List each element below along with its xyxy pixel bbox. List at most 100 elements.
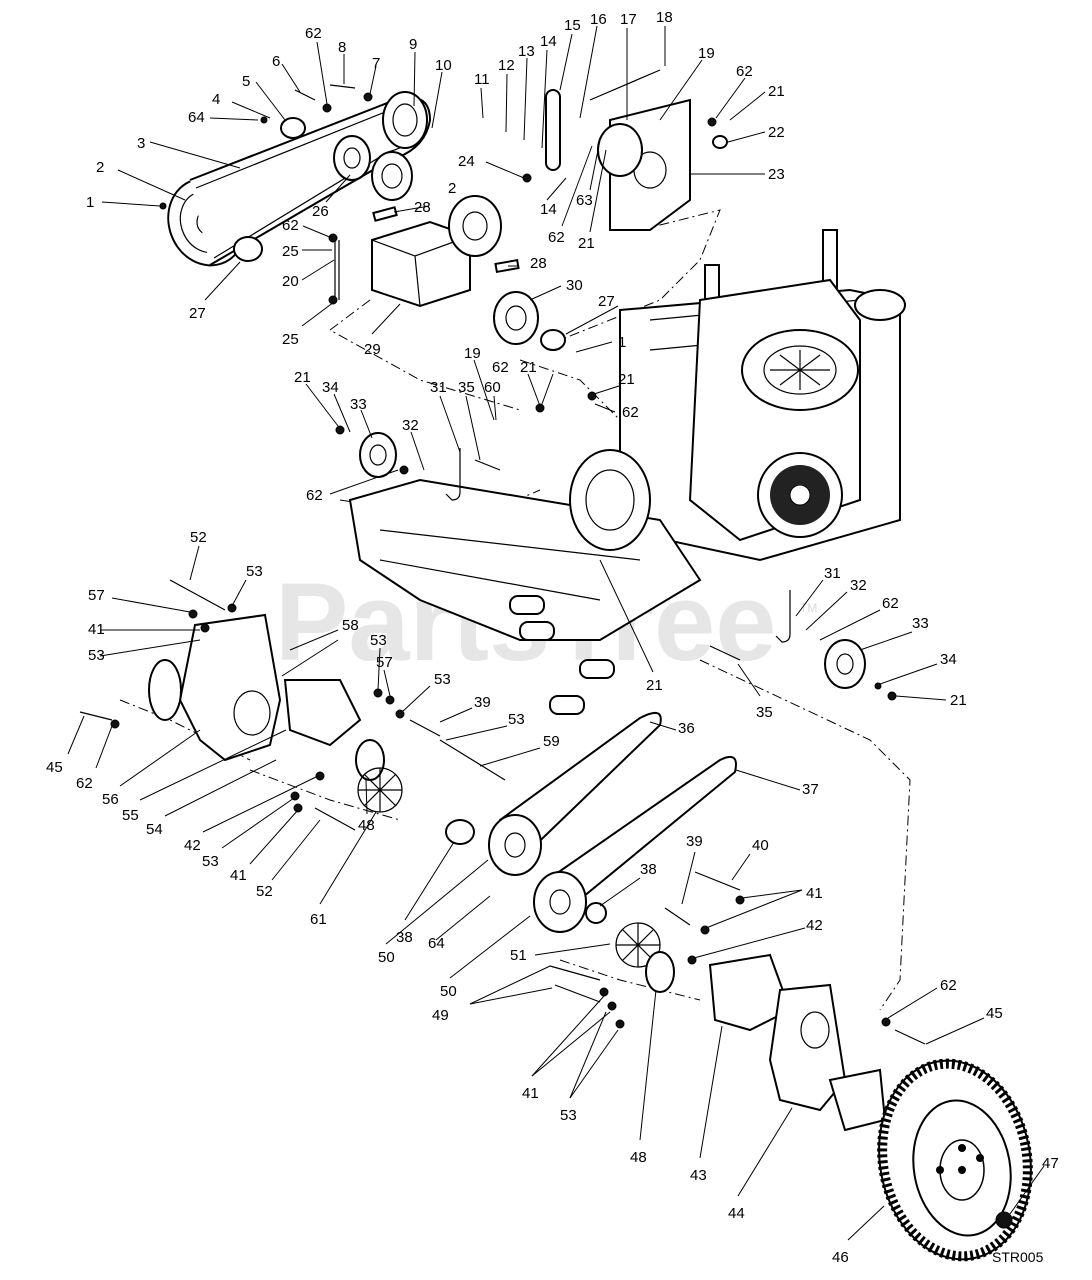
callout-62: 62 [282, 217, 299, 234]
callout-42: 42 [184, 837, 201, 854]
right-transmission [615, 922, 887, 1132]
callout-54: 54 [146, 821, 163, 838]
callout-62: 62 [736, 63, 753, 80]
lower-belts-and-pulleys [488, 711, 737, 933]
callout-53: 53 [202, 853, 219, 870]
callout-4: 4 [212, 91, 220, 108]
callout-34: 34 [322, 379, 339, 396]
callout-39: 39 [686, 833, 703, 850]
upper-right-bracket [545, 69, 728, 231]
callout-41: 41 [230, 867, 247, 884]
callout-31: 31 [430, 379, 447, 396]
callout-63: 63 [576, 192, 593, 209]
callout-11: 11 [474, 71, 490, 88]
callout-47: 47 [1042, 1155, 1059, 1172]
main-frame-and-engine [348, 229, 906, 715]
callout-62: 62 [76, 775, 93, 792]
callout-43: 43 [690, 1167, 707, 1184]
callout-21: 21 [646, 677, 663, 694]
callout-2: 2 [96, 159, 104, 176]
callout-62: 62 [306, 487, 323, 504]
callout-28: 28 [530, 255, 547, 272]
callout-3: 3 [137, 135, 145, 152]
left-transmission [148, 613, 475, 845]
callout-42: 42 [806, 917, 823, 934]
callout-19: 19 [698, 45, 715, 62]
callout-26: 26 [312, 203, 329, 220]
callout-10: 10 [435, 57, 452, 74]
callout-41: 41 [806, 885, 823, 902]
callout-28: 28 [414, 199, 431, 216]
callout-21: 21 [950, 692, 967, 709]
callout-31: 31 [824, 565, 841, 582]
callout-45: 45 [986, 1005, 1003, 1022]
callout-20: 20 [282, 273, 299, 290]
callout-52: 52 [256, 883, 273, 900]
callout-27: 27 [189, 305, 206, 322]
callout-36: 36 [678, 720, 695, 737]
callout-53: 53 [560, 1107, 577, 1124]
callout-14: 14 [540, 201, 557, 218]
callout-labels: 1 2 2 3 4 5 6 62 8 7 9 10 64 11 12 13 14… [46, 9, 1059, 1266]
callout-49: 49 [432, 1007, 449, 1024]
callout-22: 22 [768, 124, 785, 141]
callout-25: 25 [282, 243, 299, 260]
callout-21: 21 [294, 369, 311, 386]
callout-57: 57 [88, 587, 105, 604]
callout-53: 53 [508, 711, 525, 728]
callout-19: 19 [464, 345, 481, 362]
callout-12: 12 [498, 57, 515, 74]
callout-58: 58 [342, 617, 359, 634]
callout-50: 50 [378, 949, 395, 966]
callout-1: 1 [86, 194, 94, 211]
callout-55: 55 [122, 807, 139, 824]
callout-35: 35 [756, 704, 773, 721]
callout-13: 13 [518, 43, 535, 60]
callout-35: 35 [458, 379, 475, 396]
callout-21: 21 [618, 371, 635, 388]
callout-38: 38 [640, 861, 657, 878]
callout-62: 62 [622, 404, 639, 421]
callout-48: 48 [630, 1149, 647, 1166]
callout-53: 53 [246, 563, 263, 580]
callout-5: 5 [242, 73, 250, 90]
callout-41: 41 [522, 1085, 539, 1102]
callout-62: 62 [940, 977, 957, 994]
callout-24: 24 [458, 153, 475, 170]
callout-51: 51 [510, 947, 527, 964]
callout-33: 33 [912, 615, 929, 632]
callout-8: 8 [338, 39, 346, 56]
callout-32: 32 [402, 417, 419, 434]
callout-45: 45 [46, 759, 63, 776]
callout-53: 53 [88, 647, 105, 664]
callout-16: 16 [590, 11, 607, 28]
callout-6: 6 [272, 53, 280, 70]
callout-14: 14 [540, 33, 557, 50]
callout-1: 1 [618, 334, 626, 351]
callout-32: 32 [850, 577, 867, 594]
callout-53: 53 [370, 632, 387, 649]
callout-7: 7 [372, 55, 380, 72]
callout-37: 37 [802, 781, 819, 798]
callout-62: 62 [305, 25, 322, 42]
callout-15: 15 [564, 17, 581, 34]
callout-52: 52 [190, 529, 207, 546]
callout-62: 62 [492, 359, 509, 376]
callout-59: 59 [543, 733, 560, 750]
callout-40: 40 [752, 837, 769, 854]
callout-30: 30 [566, 277, 583, 294]
callout-57: 57 [376, 654, 393, 671]
upper-pulley-assembly [167, 91, 566, 351]
callout-53: 53 [434, 671, 451, 688]
callout-41: 41 [88, 621, 105, 638]
callout-64: 64 [188, 109, 205, 126]
callout-27: 27 [598, 293, 615, 310]
callout-39: 39 [474, 694, 491, 711]
callout-18: 18 [656, 9, 673, 26]
callout-56: 56 [102, 791, 119, 808]
callout-46: 46 [832, 1249, 849, 1266]
wheel [877, 1058, 1033, 1262]
callout-48: 48 [358, 817, 375, 834]
callout-9: 9 [409, 36, 417, 53]
